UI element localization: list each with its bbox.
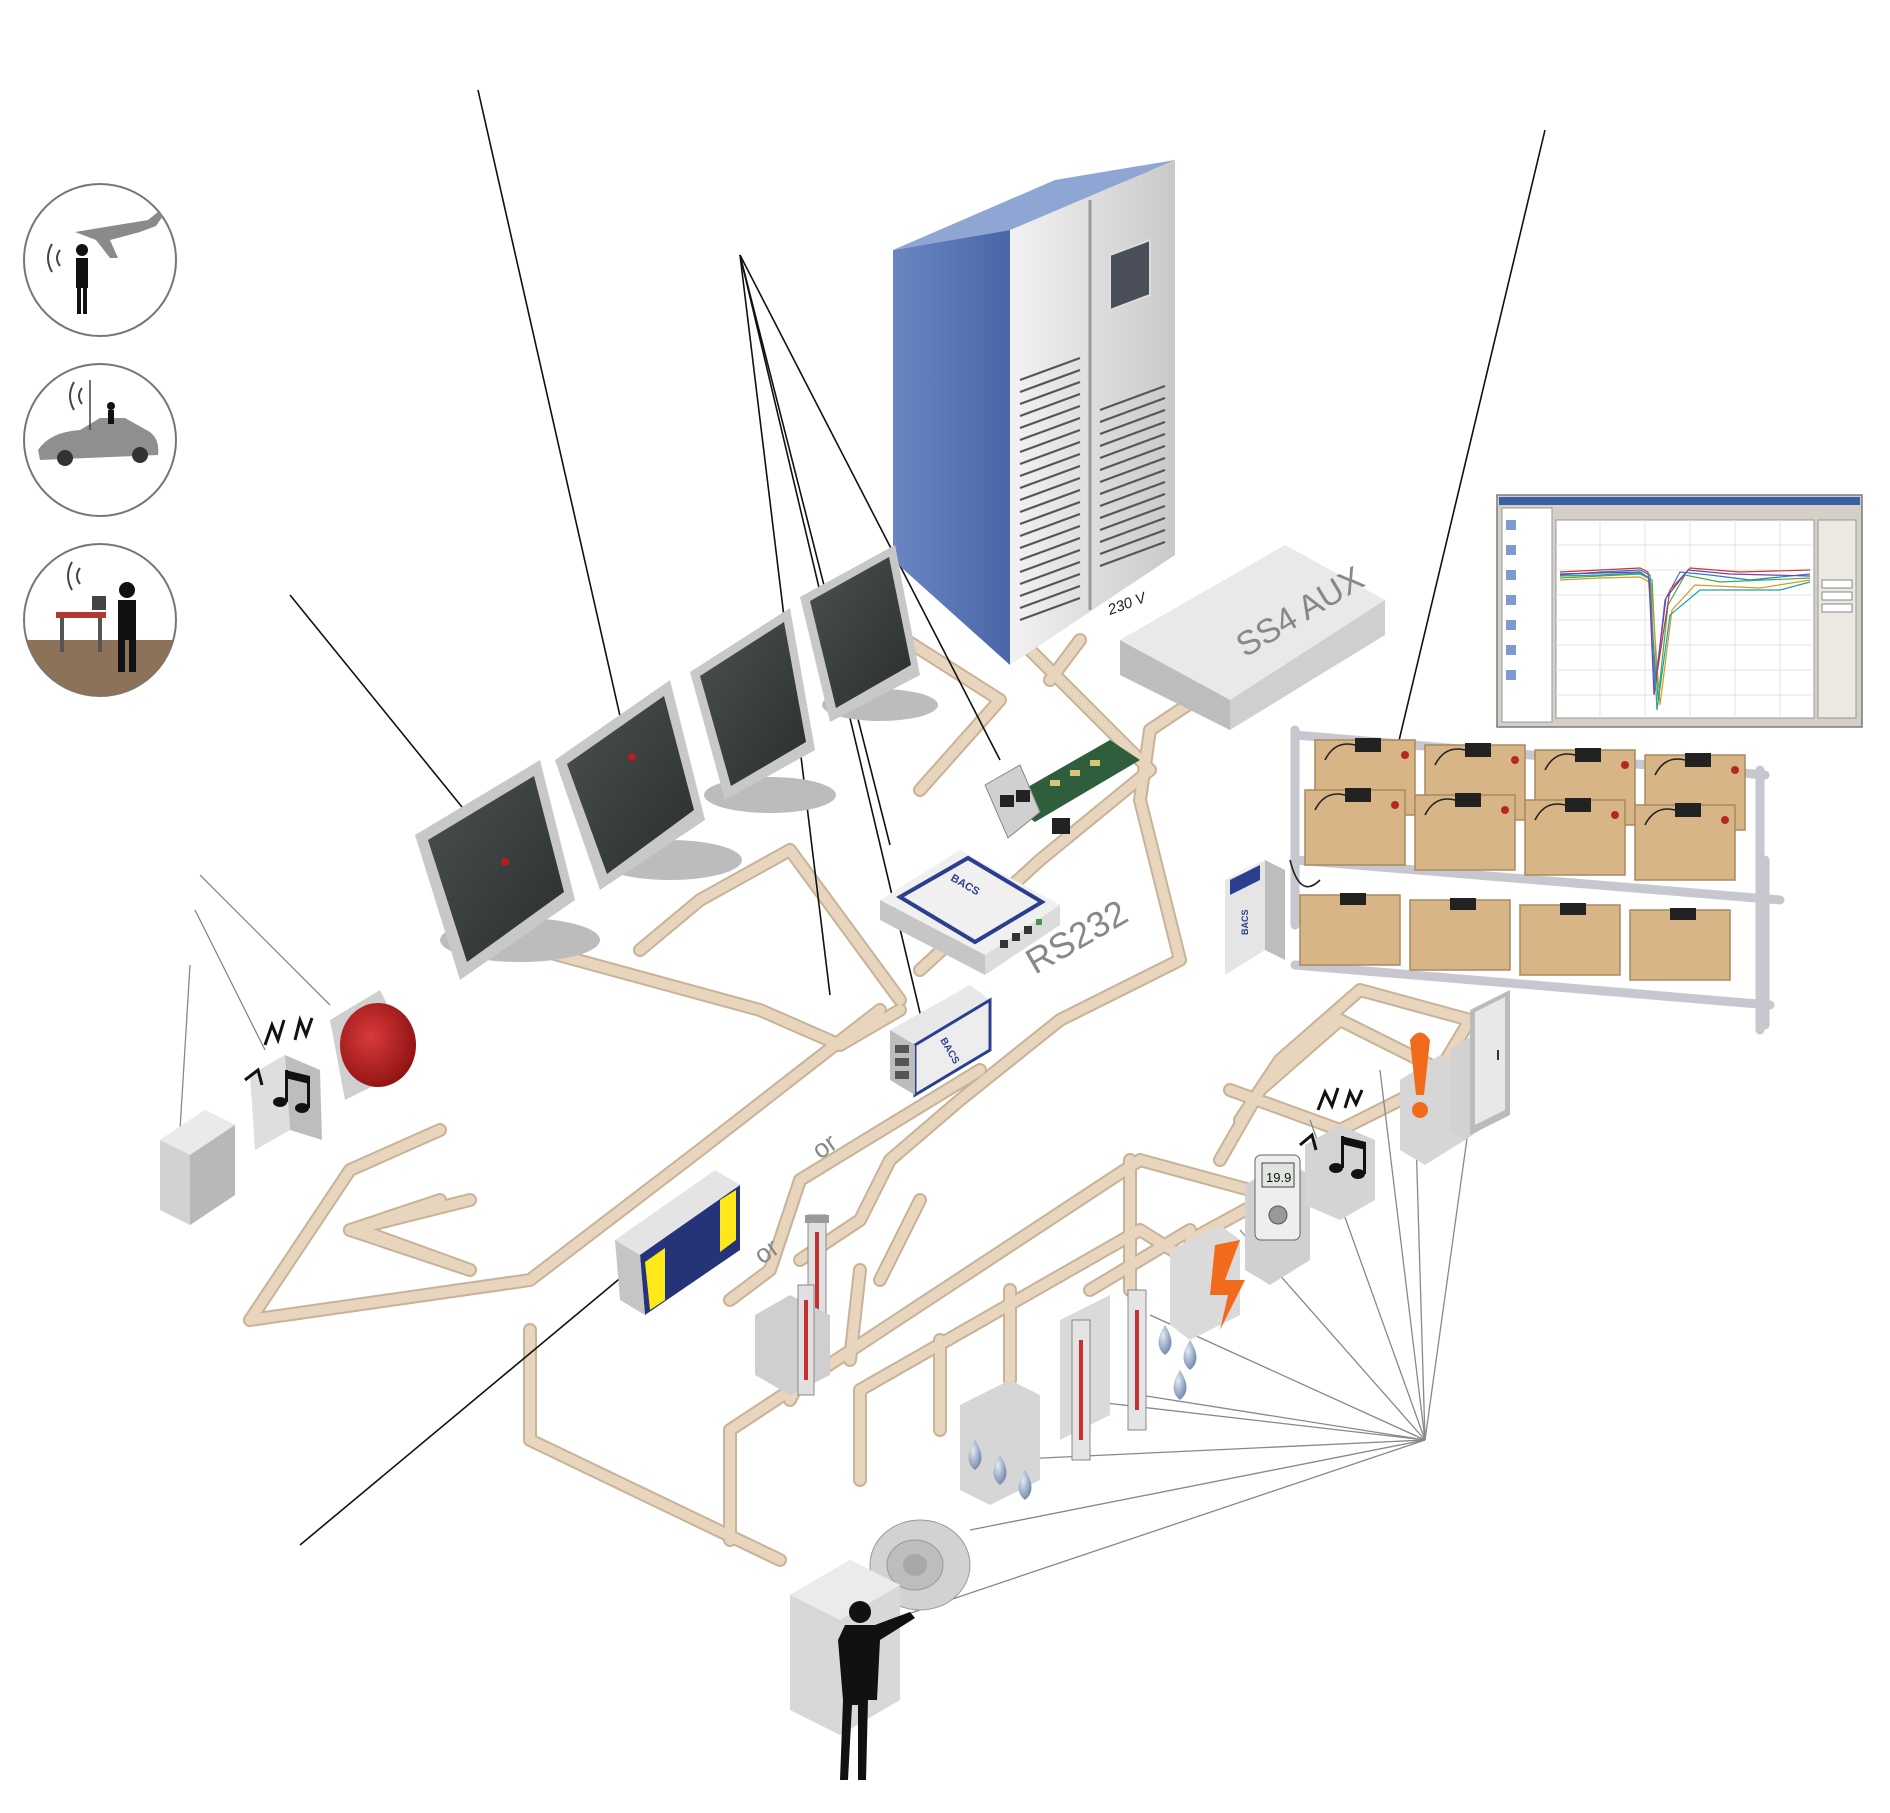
music-note-icon-right: [1329, 1136, 1366, 1179]
monitor-2: [555, 680, 742, 890]
monitoring-software-window: [1496, 494, 1863, 728]
battery-rack: [1289, 725, 1785, 1035]
alarm-horn-right: [1299, 1087, 1375, 1220]
sound-wave-icon: [244, 1015, 314, 1086]
bacs-module-label: BACS: [1240, 909, 1250, 935]
water-leak-sensor: [960, 1380, 1040, 1505]
power-surge-sensor: [1170, 1225, 1245, 1340]
monitor-4: [800, 545, 938, 722]
office-desk-person-icon: [23, 543, 177, 697]
door-contact-sensor: [1450, 990, 1510, 1140]
monitor-bank: [415, 545, 938, 980]
bacs-converter: BACS: [880, 850, 1060, 975]
thermostat-readout: 19.9: [1266, 1170, 1291, 1185]
car-person-icon: [23, 363, 177, 517]
battery-row-middle: [1304, 789, 1736, 881]
monitor-3: [690, 608, 836, 813]
bacs-battery-module: BACS: [1225, 860, 1285, 975]
water-drops-icon: [968, 1440, 1032, 1500]
ups-vent-grille-left: [1019, 356, 1081, 622]
water-drops-icon-2: [1158, 1325, 1197, 1400]
temperature-sensor-pair: [1060, 1289, 1147, 1461]
signal-box-left: [160, 1110, 235, 1225]
ups-cabinet: [893, 160, 1175, 665]
airplane-person-icon: [23, 183, 177, 337]
water-leak-sensor-2: [1158, 1325, 1197, 1400]
warning-sensor: [1400, 1032, 1465, 1165]
bacs-webmanager-module: BACS: [890, 985, 992, 1098]
battery-sensors: [1340, 738, 1711, 920]
monitor-1: [415, 760, 600, 980]
alarm-siren-red: [330, 990, 416, 1100]
cable-network: [243, 623, 1477, 1567]
exclamation-icon: [1410, 1032, 1430, 1118]
display-panel: [615, 1170, 740, 1315]
digital-thermostat: 19.9: [1245, 1154, 1310, 1285]
battery-row-bottom: [1299, 894, 1731, 981]
lightning-bolt-icon: [1210, 1240, 1245, 1330]
alarm-horn-device: [244, 1015, 322, 1150]
temperature-sensor-lower: [755, 1284, 830, 1396]
sound-wave-icon-right: [1299, 1087, 1364, 1151]
snmp-network-card: [984, 740, 1140, 839]
music-note-icon: [273, 1070, 310, 1113]
operator-person-icon: [838, 1601, 915, 1780]
ups-vent-grille-right: [1099, 384, 1166, 568]
